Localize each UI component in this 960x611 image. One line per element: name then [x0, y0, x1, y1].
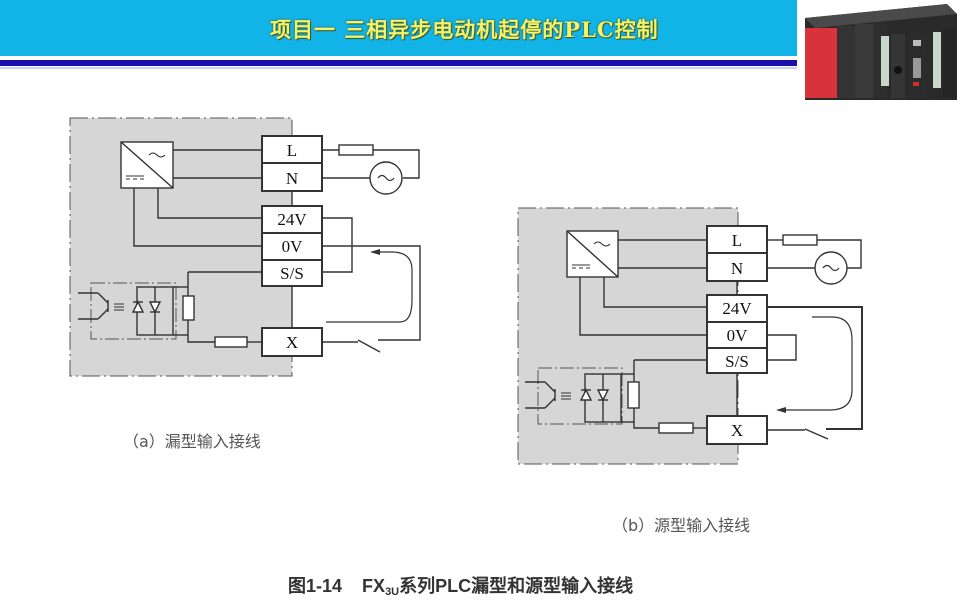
figure-description: 系列PLC漏型和源型输入接线 [399, 576, 634, 596]
terminal-block-io-b [706, 294, 768, 374]
resistor-b1 [627, 381, 640, 409]
terminal-label-0v-a: 0V [282, 237, 304, 256]
figure-caption: 图1-14 FX3U系列PLC漏型和源型输入接线 [288, 572, 633, 598]
caption-source-input: （b）源型输入接线 [612, 516, 751, 535]
input-switch-a [357, 339, 381, 353]
terminal-label-ss-a: S/S [280, 264, 304, 283]
terminal-label-0v-b: 0V [727, 326, 749, 345]
slide-title: 项目一 三相异步电动机起停的PLC控制 [270, 17, 659, 42]
resistor-a1 [182, 295, 195, 321]
terminal-label-L-a: L [287, 141, 297, 160]
plc-hardware-image [797, 0, 960, 105]
fuse-a [338, 144, 374, 156]
plc-housing-a [69, 117, 293, 377]
optocoupler-box-a [90, 282, 177, 340]
diagram-a [69, 117, 421, 377]
resistor-a2 [214, 336, 248, 348]
plc-housing-b [517, 207, 739, 465]
terminal-label-24v-b: 24V [722, 299, 752, 318]
terminal-label-L-b: L [732, 231, 742, 250]
figure-model-sub: 3U [385, 586, 400, 598]
figure-number: 图1-14 [288, 576, 343, 596]
figure-model-prefix: FX [362, 576, 386, 596]
caption-sink-input: （a）漏型输入接线 [123, 432, 261, 451]
terminal-x-a [261, 327, 323, 357]
input-switch-b [804, 428, 829, 440]
terminal-label-N-a: N [286, 169, 298, 188]
header-divider [0, 56, 797, 59]
header-rule-shadow [0, 67, 797, 69]
header-rule [0, 60, 797, 66]
terminal-label-x-b: X [731, 421, 743, 440]
fuse-b [782, 234, 818, 246]
diagram-b [517, 207, 863, 465]
header-band [0, 0, 797, 56]
optocoupler-box-b [537, 367, 623, 425]
terminal-label-N-b: N [731, 259, 743, 278]
current-flow-arrow-b [780, 316, 853, 411]
power-converter-a [120, 141, 174, 189]
terminal-label-24v-a: 24V [277, 210, 307, 229]
terminal-label-ss-b: S/S [725, 352, 749, 371]
resistor-b2 [658, 422, 694, 434]
current-flow-arrow-a [326, 251, 413, 323]
terminal-label-x-a: X [286, 333, 298, 352]
power-converter-b [566, 230, 619, 278]
